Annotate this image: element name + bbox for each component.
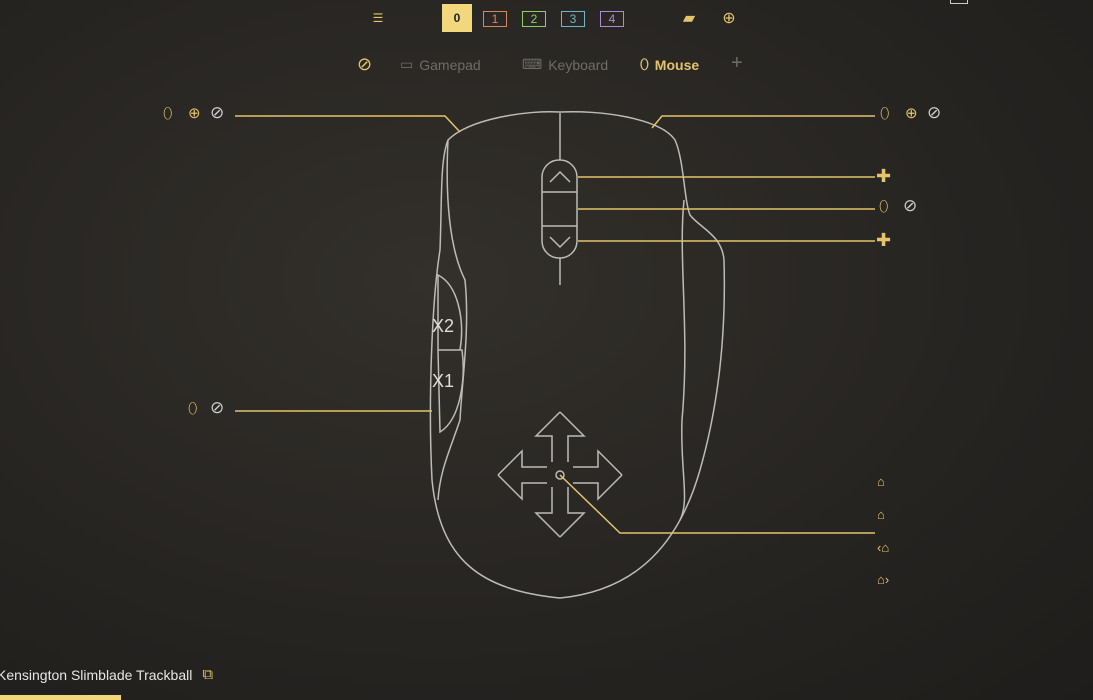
stick-left-icon[interactable]: ‹⌂ bbox=[877, 540, 890, 555]
list-button[interactable]: ☰ bbox=[372, 11, 384, 25]
x2-label: X2 bbox=[432, 316, 454, 336]
tab-label: Gamepad bbox=[419, 56, 481, 73]
stick-right-icon[interactable]: ⌂› bbox=[877, 572, 890, 587]
tab-mouse[interactable]: ⬯ Mouse bbox=[640, 56, 699, 73]
combo-icon[interactable]: ⊕ bbox=[188, 105, 201, 122]
x1-click-icon[interactable]: ⬯ bbox=[188, 400, 198, 417]
tab-keyboard[interactable]: ⌨ Keyboard bbox=[522, 56, 608, 73]
stick-down-icon[interactable]: ⌂ bbox=[877, 507, 885, 522]
combo-icon[interactable]: ⊕ bbox=[905, 105, 918, 122]
disabled-icon[interactable]: ⊘ bbox=[903, 196, 918, 215]
tab-label: Mouse bbox=[654, 56, 700, 73]
add-tab-button[interactable]: + bbox=[731, 52, 743, 74]
tab-label: Keyboard bbox=[548, 56, 609, 73]
profile-2-button[interactable]: 2 bbox=[522, 11, 546, 27]
profile-0-button[interactable]: 0 bbox=[442, 4, 472, 32]
gamepad-icon: ▭ bbox=[400, 56, 414, 72]
stick-up-icon[interactable]: ⌂ bbox=[877, 474, 885, 489]
tab-gamepad[interactable]: ▭ Gamepad bbox=[400, 56, 481, 73]
keyboard-icon: ⌨ bbox=[522, 56, 543, 72]
copy-icon[interactable]: ⧉ bbox=[202, 666, 214, 683]
button-combo-icon[interactable]: ⊕ bbox=[722, 10, 736, 27]
move-arrows bbox=[497, 411, 623, 538]
right-click-icon[interactable]: ⬯ bbox=[880, 105, 890, 122]
disabled-icon[interactable]: ⊘ bbox=[210, 103, 225, 122]
window-corner bbox=[950, 0, 968, 4]
mouse-icon: ⬯ bbox=[640, 56, 649, 72]
playstation-icon[interactable]: ▰ bbox=[682, 10, 696, 27]
dpad-icon[interactable]: ✚ bbox=[876, 230, 892, 250]
left-click-icon[interactable]: ⬯ bbox=[163, 105, 173, 122]
mouse-outline bbox=[429, 110, 726, 599]
device-row: Kensington Slimblade Trackball ⧉ bbox=[0, 666, 213, 683]
profile-3-button[interactable]: 3 bbox=[561, 11, 585, 27]
disabled-icon[interactable]: ⊘ bbox=[210, 398, 225, 417]
device-tab-indicator[interactable] bbox=[0, 695, 121, 700]
disabled-icon[interactable]: ⊘ bbox=[927, 103, 942, 122]
profile-4-button[interactable]: 4 bbox=[600, 11, 624, 27]
device-name: Kensington Slimblade Trackball bbox=[0, 666, 193, 683]
scroll-wheel bbox=[541, 159, 578, 259]
profile-1-button[interactable]: 1 bbox=[483, 11, 507, 27]
dpad-icon[interactable]: ✚ bbox=[876, 166, 892, 186]
side-buttons bbox=[437, 273, 464, 434]
hide-icon[interactable]: ⊘ bbox=[357, 54, 373, 74]
middle-click-icon[interactable]: ⬯ bbox=[879, 198, 889, 215]
x1-label: X1 bbox=[432, 371, 454, 391]
